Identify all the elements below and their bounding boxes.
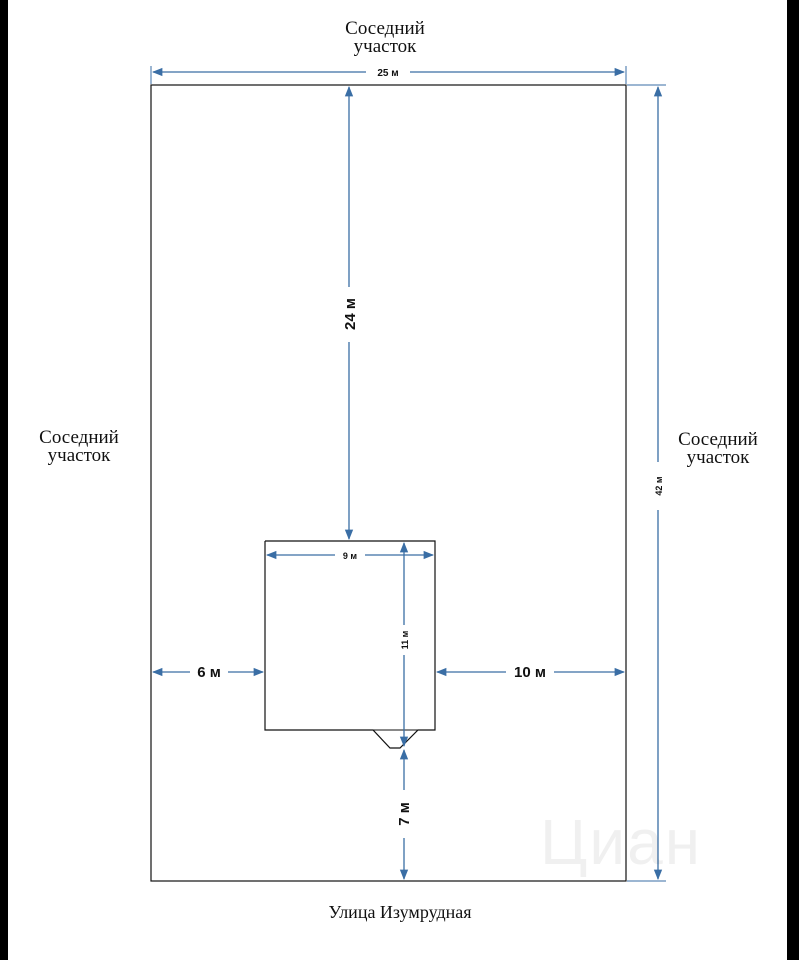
dim-plot-width: 25 м bbox=[377, 68, 398, 79]
right-frame-border bbox=[787, 0, 799, 960]
label-right-neighbor: Соседний участок bbox=[678, 429, 758, 468]
watermark: Циан bbox=[540, 806, 703, 878]
label-left-neighbor: Соседний участок bbox=[39, 427, 119, 466]
dim-house-to-back: 24 м bbox=[342, 298, 359, 330]
dim-plot-depth: 42 м bbox=[654, 476, 664, 496]
dim-house-width: 9 м bbox=[343, 551, 358, 561]
house-outline bbox=[264, 540, 436, 749]
dim-house-depth: 11 м bbox=[400, 630, 410, 649]
dim-right-setback: 10 м bbox=[514, 664, 546, 681]
label-top-neighbor: Соседний участок bbox=[345, 18, 425, 57]
left-frame-border bbox=[0, 0, 8, 960]
dim-front-setback: 7 м bbox=[396, 802, 413, 826]
dim-left-setback: 6 м bbox=[197, 664, 221, 681]
plot-boundary bbox=[150, 84, 627, 882]
label-street: Улица Изумрудная bbox=[328, 902, 472, 922]
